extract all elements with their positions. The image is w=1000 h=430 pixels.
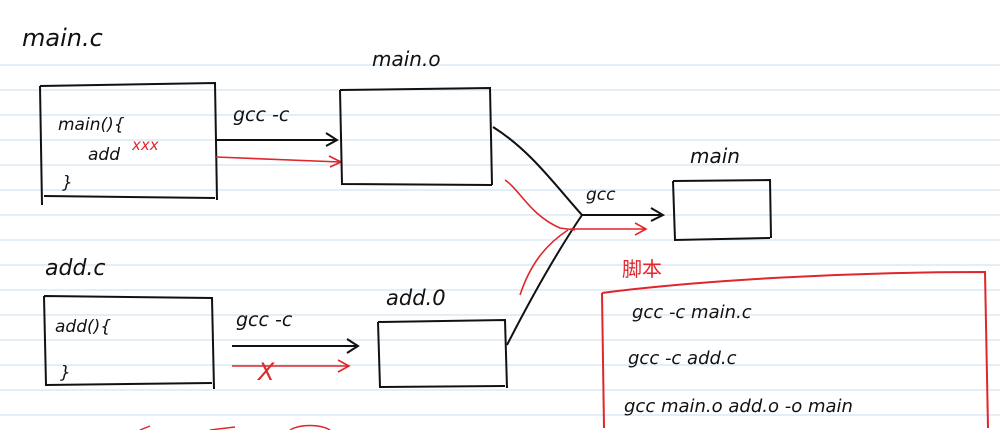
add-code-line2: } (60, 363, 71, 383)
script-line-3: gcc main.o add.o -o main (624, 396, 853, 417)
script-box (601, 270, 989, 429)
compile-arrow-add (232, 338, 360, 354)
link-line-red-from-main (504, 179, 576, 231)
link-arrow (582, 207, 666, 222)
add-o-box (377, 318, 508, 389)
main-exe-label: main (690, 144, 740, 168)
main-c-box (39, 81, 218, 206)
link-line-red-from-add (519, 229, 569, 296)
add-c-label: add.c (45, 256, 106, 281)
link-line-from-add-o (506, 214, 583, 346)
gcc-compile-label-top: gcc -c (233, 104, 290, 126)
gcc-link-label: gcc (586, 185, 616, 205)
main-code-error-mark: xxx (131, 136, 159, 154)
compile-arrow-add-red (232, 359, 351, 373)
ruled-lines (0, 64, 1000, 416)
main-c-label: main.c (22, 24, 103, 52)
add-c-box (43, 295, 215, 390)
red-scribble-bottom (139, 424, 331, 430)
main-code-line2: add (88, 145, 120, 165)
script-box-title: 脚本 (622, 257, 662, 281)
main-o-box (339, 86, 493, 186)
script-line-2: gcc -c add.c (628, 348, 737, 369)
add-code-line1: add(){ (55, 317, 111, 337)
compile-arrow-main (216, 132, 339, 147)
gcc-compile-label-bottom: gcc -c (236, 309, 293, 331)
link-arrow-red (570, 222, 648, 236)
add-o-label: add.0 (386, 286, 446, 310)
main-code-line1: main(){ (58, 115, 125, 135)
main-o-label: main.o (372, 47, 441, 71)
red-cross-mark: X (256, 358, 275, 386)
main-exe-box (672, 178, 772, 242)
link-line-from-main-o (492, 126, 583, 216)
script-line-1: gcc -c main.c (632, 302, 752, 323)
main-code-line3: } (62, 173, 73, 193)
